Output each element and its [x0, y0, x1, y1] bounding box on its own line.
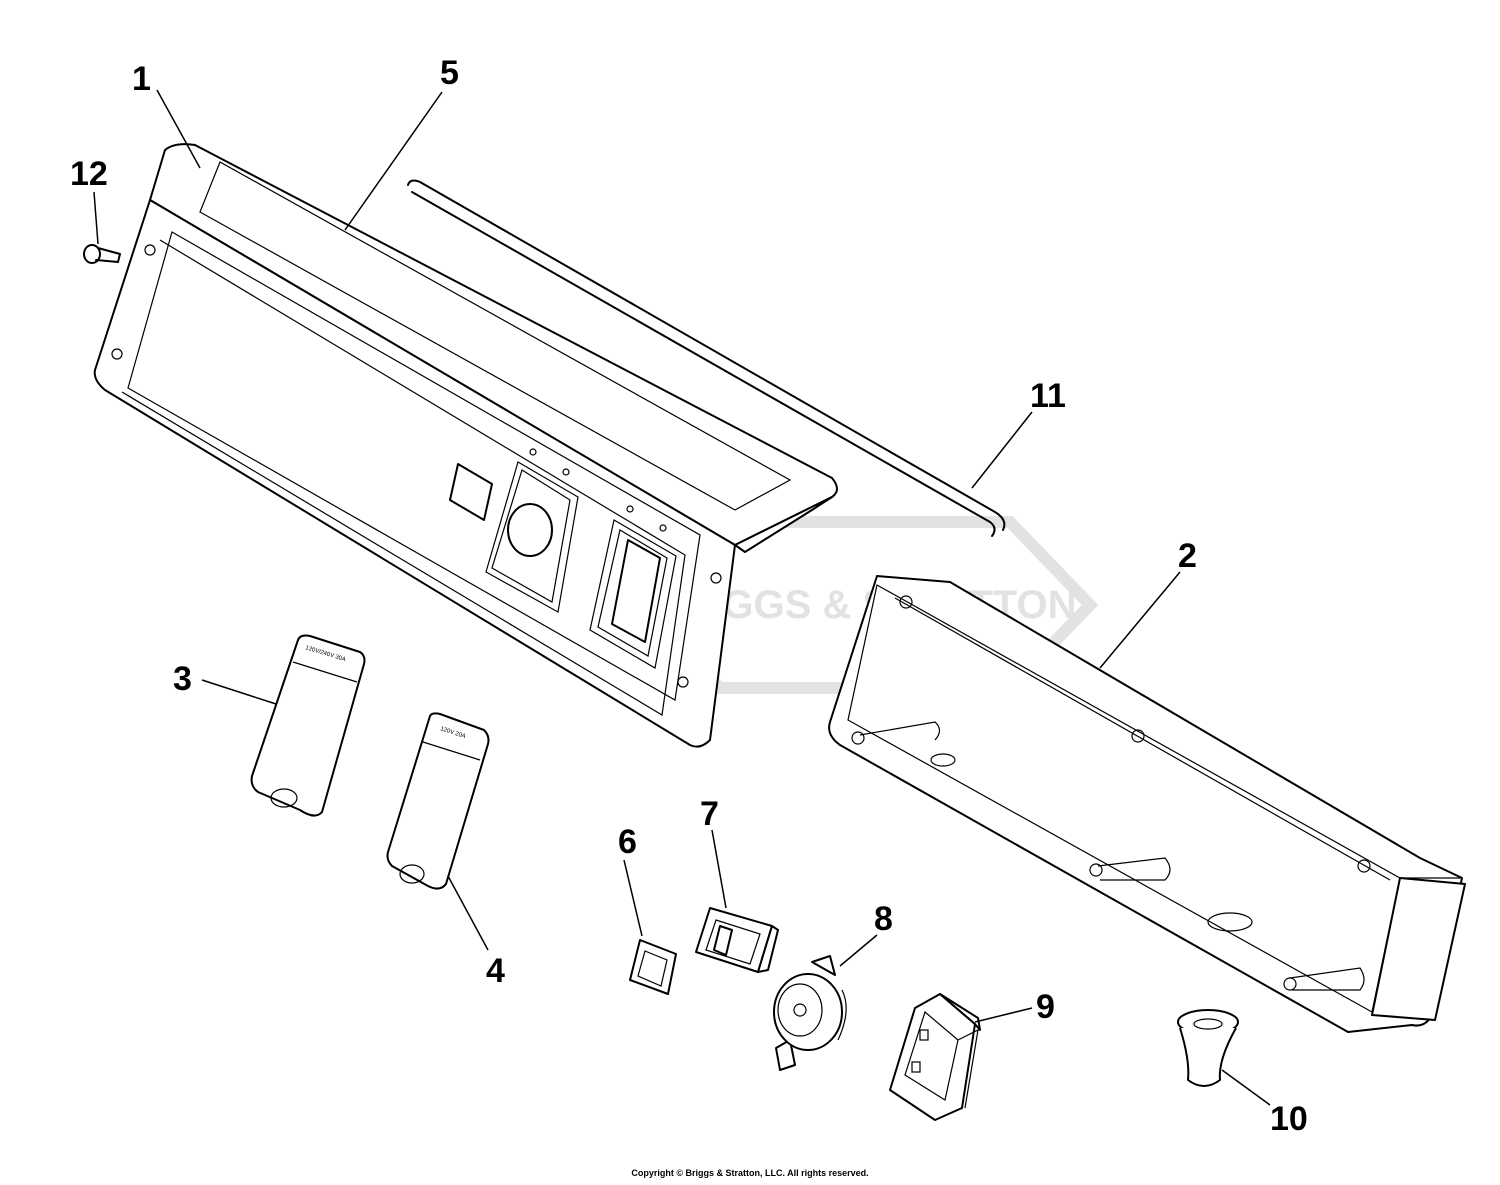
grommet-part-10 — [1177, 1009, 1239, 1087]
callout-4: 4 — [486, 952, 505, 990]
callout-6: 6 — [618, 823, 637, 861]
rocker-switch-part-7 — [695, 907, 779, 973]
rod-part-11 — [407, 179, 1006, 537]
duplex-receptacle-part-9 — [889, 993, 981, 1121]
callout-labels: 1 5 12 11 2 3 4 6 7 8 9 10 — [70, 54, 1308, 1138]
callout-9: 9 — [1036, 988, 1055, 1026]
twist-lock-receptacle-part-8 — [773, 955, 847, 1071]
callout-1: 1 — [132, 60, 151, 98]
callout-7: 7 — [700, 795, 719, 833]
decal-part-4: 120V 20A — [386, 712, 490, 890]
callout-10: 10 — [1270, 1100, 1308, 1138]
callout-5: 5 — [440, 54, 459, 92]
copyright-notice: Copyright © Briggs & Stratton, LLC. All … — [631, 1168, 869, 1178]
callout-8: 8 — [874, 900, 893, 938]
screw-part-12 — [83, 244, 121, 264]
housing-part-2 — [828, 575, 1466, 1033]
callout-11: 11 — [1030, 377, 1066, 415]
callout-2: 2 — [1178, 537, 1197, 575]
control-panel-part-1 — [93, 143, 838, 748]
callout-3: 3 — [173, 660, 192, 698]
switch-cap-part-6 — [629, 939, 677, 995]
decal-part-3: 120V/240V 30A — [250, 634, 366, 817]
callout-12: 12 — [70, 155, 108, 193]
leader-lines — [93, 89, 1271, 1106]
